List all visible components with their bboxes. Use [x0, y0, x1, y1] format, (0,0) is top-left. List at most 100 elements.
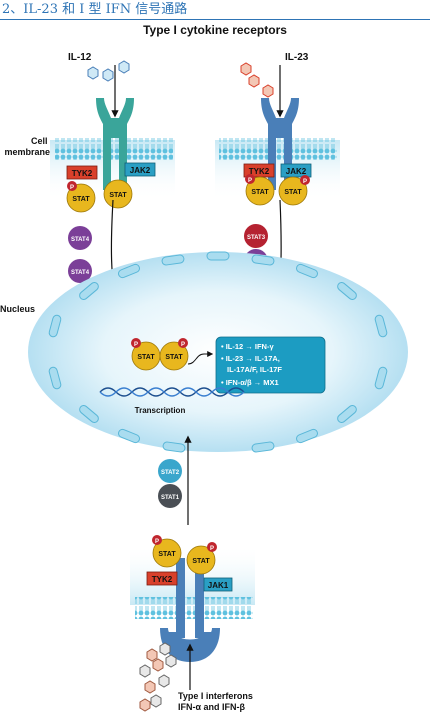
- nuclear-pore-segment: [337, 282, 357, 300]
- section-heading: 2、IL-23 和 I 型 IFN 信号通路: [0, 0, 430, 20]
- tyk2-kinase-bottom: [146, 571, 178, 586]
- cell-membrane-bottom: [135, 597, 253, 619]
- ifn-ligands: [139, 642, 177, 712]
- nucleus-label: Nucleus: [0, 304, 35, 314]
- ifn-ligand: [152, 658, 164, 672]
- nuclear-pore-segment: [374, 366, 388, 390]
- stat-label: STAT: [251, 189, 269, 196]
- il23-ligand: [240, 62, 252, 76]
- il12-ligand: [102, 68, 114, 82]
- stat4-left-2: [68, 259, 92, 283]
- ifn-ligand: [159, 642, 171, 656]
- phospho-marker: [152, 535, 162, 545]
- nuclear-pore-segment: [118, 428, 140, 444]
- dna-helix: [99, 387, 245, 397]
- phospho-marker: [207, 542, 217, 552]
- jak2-label-right: JAK2: [286, 167, 307, 176]
- stat-left-1: [66, 183, 96, 213]
- phospho-marker: [131, 338, 141, 348]
- ifn-ligand: [144, 680, 156, 694]
- phospho-marker: [245, 174, 255, 184]
- il12-receptor-chain-b: [119, 98, 134, 190]
- cell-membrane-right: [219, 138, 337, 160]
- il12-label: IL-12: [68, 52, 92, 63]
- phospho-label: P: [248, 178, 252, 184]
- stat-label: STAT: [192, 558, 210, 565]
- phospho-label: P: [181, 342, 185, 348]
- il12-ligands: [87, 60, 130, 82]
- cell-membrane-left: [55, 138, 173, 160]
- nuclear-pore-segment: [251, 254, 275, 266]
- stat3-label: STAT3: [247, 235, 266, 241]
- nuclear-pore-segment: [48, 314, 62, 338]
- tyk2-label-right: TYK2: [249, 167, 270, 176]
- dna-strand-a: [99, 387, 245, 397]
- il23-label: IL-23: [285, 52, 309, 63]
- nuclear-pore-segment: [337, 405, 357, 423]
- nuclear-pore-segment: [48, 366, 62, 390]
- stat-label: STAT: [284, 189, 302, 196]
- nuclear-pore-segment: [296, 428, 318, 444]
- stat4-label: STAT4: [71, 270, 90, 276]
- stat-left-2: [103, 179, 133, 209]
- nuclear-pore-segment: [118, 263, 140, 279]
- jak1-kinase: [203, 577, 233, 592]
- il12-receptor: [96, 98, 134, 190]
- transcription-label: Transcription: [135, 406, 186, 415]
- il12-ligand: [87, 66, 99, 80]
- il23-ligand: [262, 84, 274, 98]
- ifn-ligand: [139, 664, 151, 678]
- ifn-label: Type I interferons IFN-α and IFN-β: [178, 691, 255, 712]
- ifn-ligand: [158, 674, 170, 688]
- ifn-stat-2: [186, 545, 216, 575]
- tyk2-kinase-left: [66, 165, 98, 180]
- tyk2-label-bottom: TYK2: [152, 575, 173, 584]
- nuclear-stat-2: [159, 341, 189, 371]
- dna-strand-b: [99, 387, 245, 397]
- gene-output-list: • IL-12 → IFN-γ • IL-23 → IL-17A, IL-17A…: [221, 342, 284, 387]
- tyk2-label-left: TYK2: [72, 169, 93, 178]
- phospho-marker: [67, 181, 77, 191]
- gene-output-item: • IFN-α/β → MX1: [221, 378, 279, 387]
- il23-receptor-base: [273, 118, 287, 138]
- ifn-receptor-chain-a: [176, 558, 185, 638]
- cell-membrane-label: Cell membrane: [4, 136, 50, 157]
- phospho-marker: [300, 175, 310, 185]
- ifn-ligand: [165, 654, 177, 668]
- stat4-left-1: [68, 226, 92, 250]
- stat1-label: STAT1: [161, 495, 180, 501]
- jak1-label: JAK1: [208, 581, 229, 590]
- nuclear-envelope: [48, 251, 388, 453]
- phospho-label: P: [155, 539, 159, 545]
- nuclear-pore-segment: [374, 314, 388, 338]
- gene-output-item: • IL-12 → IFN-γ: [221, 342, 274, 351]
- ifn-label-line-2: IFN-α and IFN-β: [178, 702, 246, 712]
- jak2-kinase-left: [124, 162, 156, 177]
- phospho-marker: [178, 338, 188, 348]
- stat4-label: STAT4: [71, 237, 90, 243]
- ifn-ligand: [139, 698, 151, 712]
- stat-to-output-arrow: [187, 351, 214, 365]
- phospho-label: P: [134, 342, 138, 348]
- stat2-label: STAT2: [161, 470, 180, 476]
- gene-output-box: [215, 336, 326, 394]
- stat3-right: [244, 224, 268, 248]
- phospho-label: P: [303, 179, 307, 185]
- nuclear-pore-segment: [79, 282, 99, 300]
- phospho-label: P: [210, 546, 214, 552]
- nuclear-pore-segment: [251, 441, 275, 453]
- ifn-ligand: [150, 694, 162, 708]
- ifn-stat-1: [152, 538, 182, 568]
- il23-ligand: [248, 74, 260, 88]
- il23-ligands: [240, 62, 274, 98]
- il12-ligand: [118, 60, 130, 74]
- ifn-receptor-chain-b: [195, 562, 204, 638]
- nuclear-pore-segment: [79, 405, 99, 423]
- gene-output-item: IL-17A/F, IL-17F: [227, 365, 282, 374]
- nuclear-pore-segment: [161, 254, 185, 266]
- il12-receptor-base: [108, 118, 122, 138]
- il12-receptor-chain-a: [96, 98, 111, 190]
- stat-right-2: [278, 176, 308, 206]
